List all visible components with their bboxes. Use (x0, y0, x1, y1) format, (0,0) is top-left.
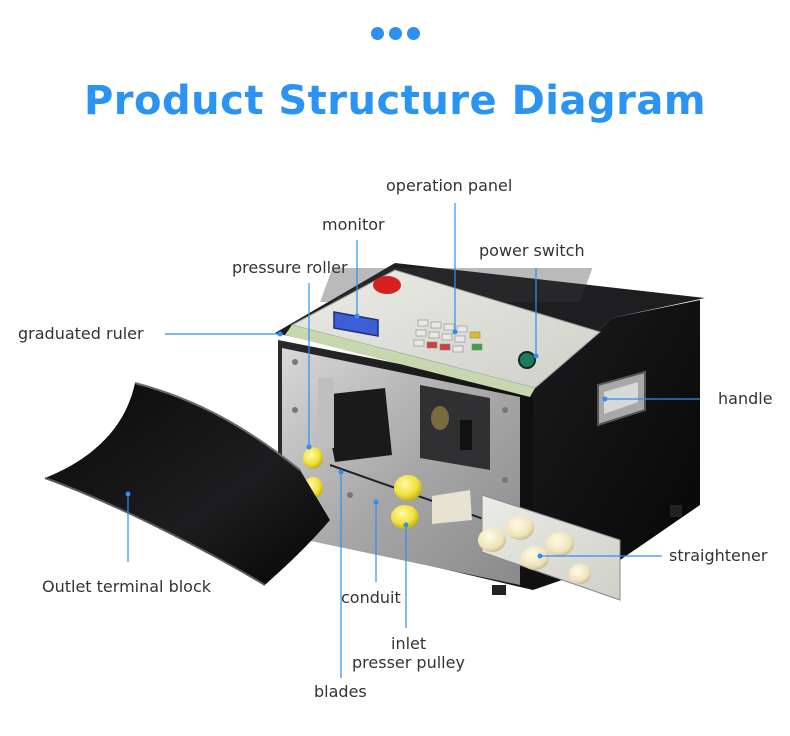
label-straightener: straightener (669, 546, 768, 565)
label-operation-panel: operation panel (386, 176, 513, 195)
label-power-switch: power switch (479, 241, 585, 260)
label-monitor: monitor (322, 215, 385, 234)
label-inlet: inlet (391, 634, 427, 653)
decorative-dots (371, 27, 421, 41)
label-blades: blades (314, 682, 367, 701)
page-title: Product Structure Diagram (83, 78, 707, 124)
label-handle: handle (718, 389, 773, 408)
dot-icon (407, 27, 420, 40)
label-outlet-terminal-block: Outlet terminal block (42, 577, 212, 596)
dot-icon (371, 27, 384, 40)
label-pressure-roller: pressure roller (232, 258, 348, 277)
dot-icon (389, 27, 402, 40)
label-conduit: conduit (341, 588, 401, 607)
label-presser-pulley: presser pulley (352, 653, 465, 672)
label-graduated-ruler: graduated ruler (18, 324, 144, 343)
